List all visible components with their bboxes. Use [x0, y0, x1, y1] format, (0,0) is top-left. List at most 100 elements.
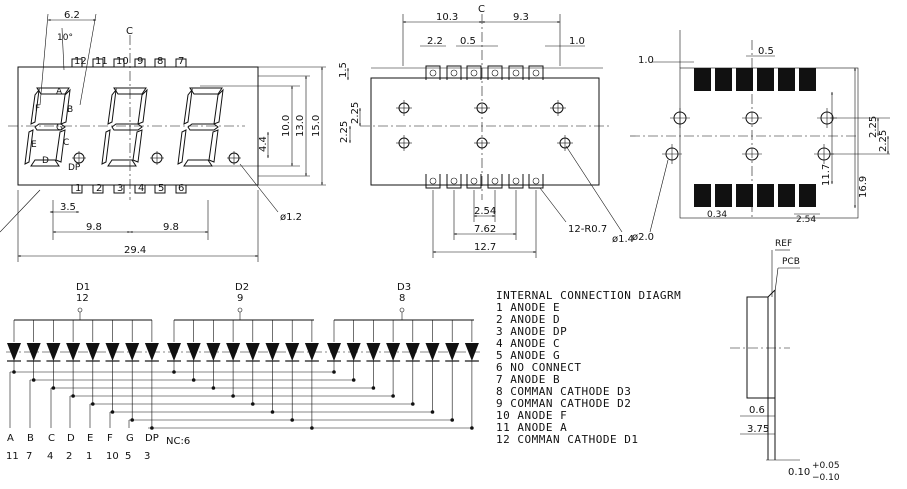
- junction-dot: [71, 394, 75, 398]
- dim-hole-1-4: ø1.4: [612, 234, 634, 245]
- front-view: C A B C D E F G DP 12 11 10 9 8 7 1 2: [0, 10, 326, 262]
- dim-pad-2-2: 2.2: [427, 36, 443, 47]
- pin-bottom-2: 2: [96, 183, 102, 194]
- dim-digit-height: 10.0: [281, 115, 292, 137]
- connection-legend: INTERNAL CONNECTION DIAGRM 1 ANODE E2 AN…: [496, 289, 681, 446]
- bus-pin: 3: [144, 451, 150, 462]
- pin-top-11: 11: [95, 56, 108, 67]
- dim-segment-pitch: 6.2: [64, 10, 80, 21]
- junction-dot: [351, 378, 356, 382]
- junction-dot: [191, 378, 196, 382]
- segment-bus-wires: [9, 370, 474, 430]
- bus-pin: 4: [47, 451, 53, 462]
- end-body: [746, 296, 769, 399]
- dim-pad-0-5: 0.5: [460, 36, 476, 47]
- dim-fp-2-25-b: 2.25: [878, 130, 889, 152]
- footprint-pads-top: [694, 68, 816, 91]
- dim-end-tol-nom: 0.10: [788, 467, 810, 478]
- dim-fp-16-9: 16.9: [858, 176, 869, 198]
- legend-entry: 5 ANODE G: [496, 349, 560, 362]
- end-view: REF PCB 0.6 3.75 0.10 +0.05 −0.10: [730, 239, 840, 483]
- dim-fp-2-54: 2.54: [796, 215, 816, 225]
- dim-radius: 12-R0.7: [568, 224, 607, 235]
- junction-dot: [290, 418, 295, 422]
- dim-slant: 10°: [57, 33, 73, 43]
- diode-array: [6, 320, 480, 428]
- junction-dot: [231, 394, 235, 398]
- seg-label-f: F: [35, 104, 40, 114]
- digit-3-segments: [177, 87, 224, 167]
- nc-label: NC:6: [166, 436, 190, 447]
- dim-body-15: 15.0: [311, 115, 322, 137]
- digit-d1-label: D1: [76, 282, 90, 293]
- junction-dot: [430, 410, 435, 414]
- pin-bottom-4: 4: [138, 183, 144, 194]
- dim-left-width: 10.3: [436, 12, 458, 23]
- legend-entry: 11 ANODE A: [496, 421, 567, 434]
- side-center-mark: C: [478, 4, 485, 15]
- bus-label: C: [48, 433, 55, 444]
- front-center-mark: C: [126, 26, 133, 37]
- junction-dot: [470, 426, 474, 430]
- dim-pitch-2: 9.8: [163, 222, 179, 233]
- side-view: C 10.3 9.3 2.2 0: [338, 4, 634, 258]
- junction-dot: [150, 426, 154, 430]
- seg-label-b: B: [67, 105, 73, 115]
- dim-fp-11-7: 11.7: [821, 164, 832, 186]
- dim-end-3-75: 3.75: [747, 424, 769, 435]
- pin-top-8: 8: [157, 56, 163, 67]
- legend-entry: 6 NO CONNECT: [496, 361, 581, 374]
- legend-entry: 2 ANODE D: [496, 313, 560, 326]
- seg-label-a: A: [56, 87, 63, 97]
- legend-entry: 9 COMMAN CATHODE D2: [496, 397, 631, 410]
- pin-bottom-3: 3: [117, 183, 123, 194]
- bus-label: A: [7, 433, 14, 444]
- junction-dot: [172, 370, 176, 374]
- dim-fp-left-1-0: 1.0: [638, 55, 654, 66]
- pin-top-7: 7: [178, 56, 184, 67]
- digit-2-segments: [101, 87, 148, 167]
- legend-entry: 3 ANODE DP: [496, 325, 567, 338]
- junction-dot: [31, 378, 36, 382]
- junction-dot: [211, 386, 216, 390]
- pcb-footprint: 1.0 0.5 2.25 2.25 11.7 16.9 0.34 2.54 ø2…: [630, 30, 890, 243]
- bus-label: G: [126, 433, 134, 444]
- bus-pin: 10: [106, 451, 119, 462]
- bus-pin: 2: [66, 451, 72, 462]
- dim-end-tol-minus: −0.10: [812, 473, 840, 483]
- dim-fp-2-25-a: 2.25: [868, 116, 879, 138]
- legend-entry: 7 ANODE B: [496, 373, 560, 386]
- dim-dp-offset: 3.5: [60, 202, 76, 213]
- pin-top-10: 10: [116, 56, 129, 67]
- junction-dot: [12, 370, 16, 374]
- dim-end-tol-plus: +0.05: [812, 461, 840, 471]
- seg-label-e: E: [31, 140, 37, 150]
- dim-dp-height: 4.4: [258, 136, 269, 152]
- junction-dot: [110, 410, 115, 414]
- legend-entry: 8 COMMAN CATHODE D3: [496, 385, 631, 398]
- pin-top-9: 9: [137, 56, 143, 67]
- digit-d2-pin: 9: [237, 293, 243, 304]
- dim-width-12-7: 12.7: [474, 242, 496, 253]
- junction-dot: [310, 426, 314, 430]
- dim-total-width: 29.4: [124, 245, 146, 256]
- legend-title: INTERNAL CONNECTION DIAGRM: [496, 289, 681, 302]
- junction-dot: [251, 402, 255, 406]
- pin-top-12: 12: [74, 56, 87, 67]
- dim-hole-2-25-a: 2.25: [350, 102, 361, 124]
- bus-label: D: [67, 433, 75, 444]
- digit-d1-pin: 12: [76, 293, 89, 304]
- junction-dot: [332, 370, 336, 374]
- dim-fp-top-0-5: 0.5: [758, 46, 774, 57]
- junction-dot: [391, 394, 395, 398]
- digit-1-segments: [24, 87, 71, 167]
- dim-pitch-2-54: 2.54: [474, 206, 496, 217]
- junction-dot: [371, 386, 376, 390]
- digit-d2-label: D2: [235, 282, 249, 293]
- pin-bottom-1: 1: [75, 183, 81, 194]
- junction-dot: [270, 410, 275, 414]
- end-ref-label: REF: [775, 239, 792, 249]
